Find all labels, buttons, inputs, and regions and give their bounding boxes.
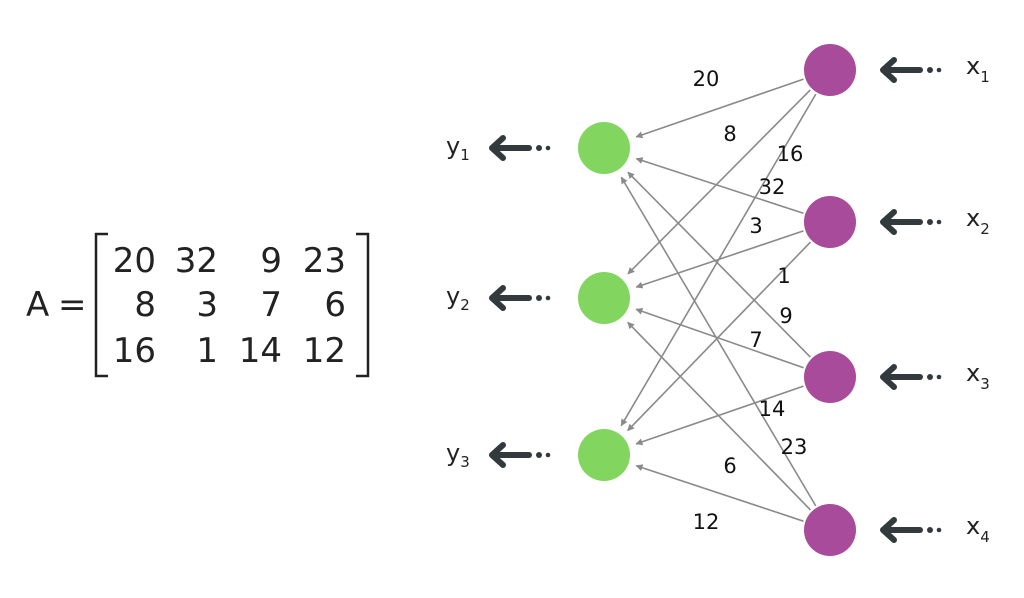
- left-bracket: [94, 232, 108, 378]
- input-node: [804, 44, 856, 96]
- edge-weight-label: 3: [749, 214, 762, 238]
- edge-weight-label: 12: [693, 510, 720, 534]
- edge-weight-label: 32: [759, 175, 786, 199]
- edge: [635, 385, 804, 446]
- edge-weight-label: 7: [749, 328, 762, 352]
- edge-weight-label: 1: [777, 264, 790, 288]
- output-arrow-icon: [489, 285, 551, 311]
- output-label: y2: [446, 282, 470, 314]
- matrix-cell: 7: [260, 285, 282, 325]
- edge: [635, 464, 804, 522]
- matrix-cell: 9: [260, 241, 282, 281]
- input-label: x2: [966, 204, 990, 238]
- input-label: x1: [966, 52, 990, 86]
- edge-weight-label: 14: [759, 397, 786, 421]
- output-node: [578, 122, 630, 174]
- input-node: [804, 504, 856, 556]
- edge: [627, 171, 811, 358]
- matrix-cell: 3: [196, 285, 218, 325]
- matrix-cell: 23: [303, 241, 346, 281]
- equals-sign: =: [58, 285, 87, 325]
- input-arrow-icon: [880, 209, 942, 235]
- input-label: x3: [966, 359, 990, 393]
- matrix-cell: 12: [303, 331, 346, 371]
- edge: [627, 89, 811, 275]
- matrix-name: A: [26, 285, 49, 325]
- edge: [635, 78, 804, 139]
- matrix-cell: 6: [324, 285, 346, 325]
- right-bracket: [356, 232, 370, 378]
- input-arrow-icon: [880, 364, 942, 390]
- edge: [635, 230, 804, 289]
- input-arrow-icon: [880, 57, 942, 83]
- input-arrow-icon: [880, 517, 942, 543]
- matrix-cell: 20: [113, 241, 156, 281]
- matrix-cell: 1: [196, 331, 218, 371]
- edge-weight-label: 8: [723, 122, 736, 146]
- edge: [620, 176, 817, 507]
- output-arrow-icon: [489, 442, 551, 468]
- output-node: [578, 272, 630, 324]
- edge-weight-label: 9: [779, 304, 792, 328]
- output-label: y3: [446, 439, 470, 471]
- output-label: y1: [446, 132, 470, 164]
- output-node: [578, 429, 630, 481]
- matrix-cell: 32: [175, 241, 218, 281]
- edge-weight-label: 20: [693, 67, 720, 91]
- input-node: [804, 196, 856, 248]
- input-label: x4: [966, 512, 990, 546]
- edge-weight-label: 23: [781, 435, 808, 459]
- edge: [627, 321, 812, 511]
- edge-weight-label: 16: [777, 142, 804, 166]
- edges: [620, 78, 817, 522]
- nodes: y1 y2 y3 x1 x2 x3 x4: [446, 44, 990, 556]
- input-node: [804, 351, 856, 403]
- matrix-cell: 8: [134, 285, 156, 325]
- edge: [635, 157, 804, 215]
- output-arrow-icon: [489, 135, 551, 161]
- edge-weight-label: 6: [723, 454, 736, 478]
- edge-weights: 20 8 16 32 3 1 97 14 23 6 12: [693, 67, 808, 534]
- matrix-cell: 16: [113, 331, 156, 371]
- matrix-cell: 14: [239, 331, 282, 371]
- edge: [627, 241, 812, 432]
- edge: [635, 307, 804, 369]
